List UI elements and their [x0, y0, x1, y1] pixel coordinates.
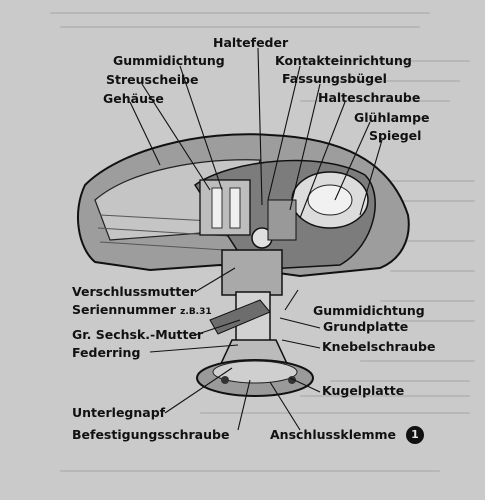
seriennummer-text: Seriennummer [72, 302, 176, 317]
label-kugelplatte: Kugelplatte [322, 383, 405, 398]
label-haltefeder: Haltefeder [213, 35, 289, 50]
label-knebelschraube: Knebelschraube [322, 339, 436, 354]
label-anschlussklemme: Anschlussklemme [270, 427, 396, 442]
interior-shape [193, 159, 376, 271]
label-grundplatte: Grundplatte [323, 319, 409, 334]
label-unterlegnapf: Unterlegnapf [72, 405, 166, 420]
label-spiegel: Spiegel [369, 128, 422, 143]
label-gluehlampe: Glühlampe [354, 110, 430, 125]
label-fassungsbuegel: Fassungsbügel [282, 71, 387, 86]
label-federring: Federring [72, 345, 141, 360]
label-streuscheibe: Streuscheibe [106, 72, 199, 87]
label-gehaeuse: Gehäuse [103, 91, 164, 106]
label-kontakteinrichtung: Kontakteinrichtung [275, 53, 412, 68]
label-halteschraube: Halteschraube [318, 90, 421, 105]
label-verschlussmutter: Verschlussmutter [72, 284, 196, 299]
label-befestigungsschraube: Befestigungsschraube [72, 427, 230, 442]
seriennummer-example: z.B.31 [180, 307, 212, 317]
leader-lines [129, 47, 383, 431]
label-gummidichtung-top: Gummidichtung [113, 53, 225, 68]
label-seriennummer: Seriennummer z.B.31 [72, 303, 212, 319]
label-gummidichtung-bottom: Gummidichtung [313, 303, 425, 318]
figure-number-badge: 1 [406, 426, 424, 444]
label-sechskant-mutter: Gr. Sechsk.-Mutter [72, 327, 204, 342]
